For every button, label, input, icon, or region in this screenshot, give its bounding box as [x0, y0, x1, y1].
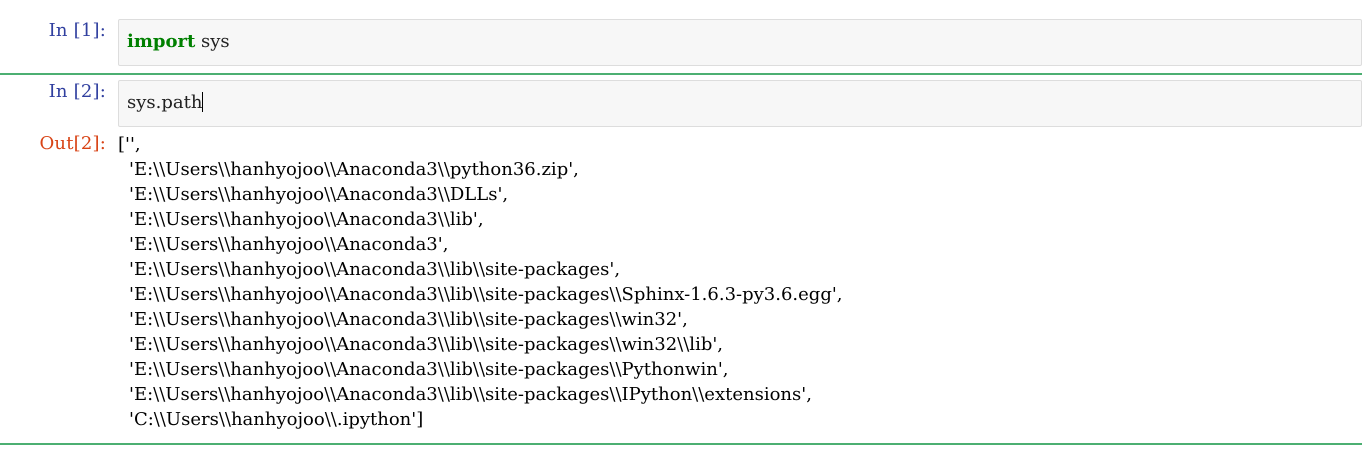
prompt-in-2: In [2]:: [48, 81, 106, 102]
code-token-keyword: import: [127, 31, 196, 52]
code-token-plain: sys.path: [127, 92, 203, 113]
output-line: 'E:\\Users\\hanhyojoo\\Anaconda3\\DLLs',: [129, 184, 509, 205]
output-line: 'E:\\Users\\hanhyojoo\\Anaconda3\\lib\\s…: [129, 309, 688, 330]
code-line: import sys: [127, 29, 1361, 55]
output-line: 'E:\\Users\\hanhyojoo\\Anaconda3\\lib\\s…: [129, 384, 812, 405]
code-token-plain: sys: [195, 31, 230, 52]
output-line: 'C:\\Users\\hanhyojoo\\.ipython']: [129, 409, 424, 430]
output-line: ['',: [118, 134, 141, 155]
code-line: sys.path: [127, 90, 1361, 116]
output-line: 'E:\\Users\\hanhyojoo\\Anaconda3',: [129, 234, 449, 255]
text-cursor: [202, 92, 204, 112]
output-line: 'E:\\Users\\hanhyojoo\\Anaconda3\\python…: [129, 159, 579, 180]
prompt-in-1: In [1]:: [48, 20, 106, 41]
output-line: 'E:\\Users\\hanhyojoo\\Anaconda3\\lib\\s…: [129, 284, 843, 305]
output-line: 'E:\\Users\\hanhyojoo\\Anaconda3\\lib\\s…: [129, 359, 729, 380]
cell-separator-bottom: [0, 443, 1362, 445]
output-cell: Out[2]: ['', 'E:\\Users\\hanhyojoo\\Anac…: [0, 132, 1362, 432]
output-text-area: ['', 'E:\\Users\\hanhyojoo\\Anaconda3\\p…: [118, 132, 1362, 432]
cell-separator-top: [0, 73, 1362, 75]
output-line: 'E:\\Users\\hanhyojoo\\Anaconda3\\lib',: [129, 209, 484, 230]
code-editor-2[interactable]: sys.path: [118, 80, 1362, 127]
output-line: 'E:\\Users\\hanhyojoo\\Anaconda3\\lib\\s…: [129, 259, 621, 280]
code-editor-1[interactable]: import sys: [118, 19, 1362, 66]
prompt-out: Out[2]:: [39, 133, 106, 154]
code-cell-2[interactable]: In [2]: sys.path: [0, 80, 1362, 127]
output-line: 'E:\\Users\\hanhyojoo\\Anaconda3\\lib\\s…: [129, 334, 724, 355]
code-cell-1[interactable]: In [1]: import sys: [0, 19, 1362, 66]
